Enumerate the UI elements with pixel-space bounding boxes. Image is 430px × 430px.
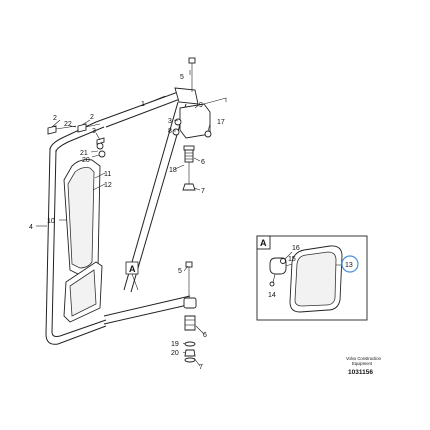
callout-2-left: 2 [53,115,57,122]
left-hardware [47,123,106,158]
reference-company: Volvo Construction [346,356,382,361]
reference-number: 1031156 [348,369,373,376]
callout-labels: 1 5 9 3 8 17 6 18 7 2 2 22 3 21 20 11 12… [29,74,225,371]
leader-lines [36,70,211,367]
callout-6-bottom: 6 [203,332,207,339]
upper-mirror [63,159,101,277]
callout-9: 9 [199,102,203,109]
mirror-bracket-frame [45,87,199,345]
callout-10: 10 [47,218,55,225]
callout-21: 21 [80,150,88,157]
upper-mount [172,57,227,191]
callout-7-top: 7 [201,188,205,195]
detail-view-a: A 16 15 14 13 [256,235,368,321]
callout-14: 14 [268,292,276,299]
callout-7-bottom: 7 [199,364,203,371]
callout-13: 13 [345,262,353,269]
callout-18: 18 [169,167,177,174]
callout-2-right: 2 [90,114,94,121]
callout-11: 11 [104,171,111,178]
reference-company-line2: Equipment [352,361,373,366]
callout-6-top: 6 [201,159,205,166]
view-marker-a: A [125,261,139,291]
callout-4: 4 [29,224,33,231]
callout-19: 19 [171,341,179,348]
reference-block: Volvo Construction Equipment 1031156 [346,356,382,376]
callout-5-top: 5 [180,74,184,81]
callout-20: 20 [82,157,90,164]
callout-8: 8 [168,128,172,135]
callout-12: 12 [104,182,112,189]
callout-3: 3 [168,118,172,125]
callout-5-bottom: 5 [178,268,182,275]
callout-20-bottom: 20 [171,350,179,357]
callout-22: 22 [64,121,72,128]
view-marker-label: A [129,264,136,274]
callout-17: 17 [217,119,225,126]
callout-1: 1 [141,101,145,108]
lower-mount [183,261,197,363]
callout-3-left: 3 [92,128,96,135]
callout-16: 16 [292,245,300,252]
callout-15: 15 [288,256,296,263]
detail-view-label: A [260,238,267,248]
lower-mirror [63,261,103,323]
